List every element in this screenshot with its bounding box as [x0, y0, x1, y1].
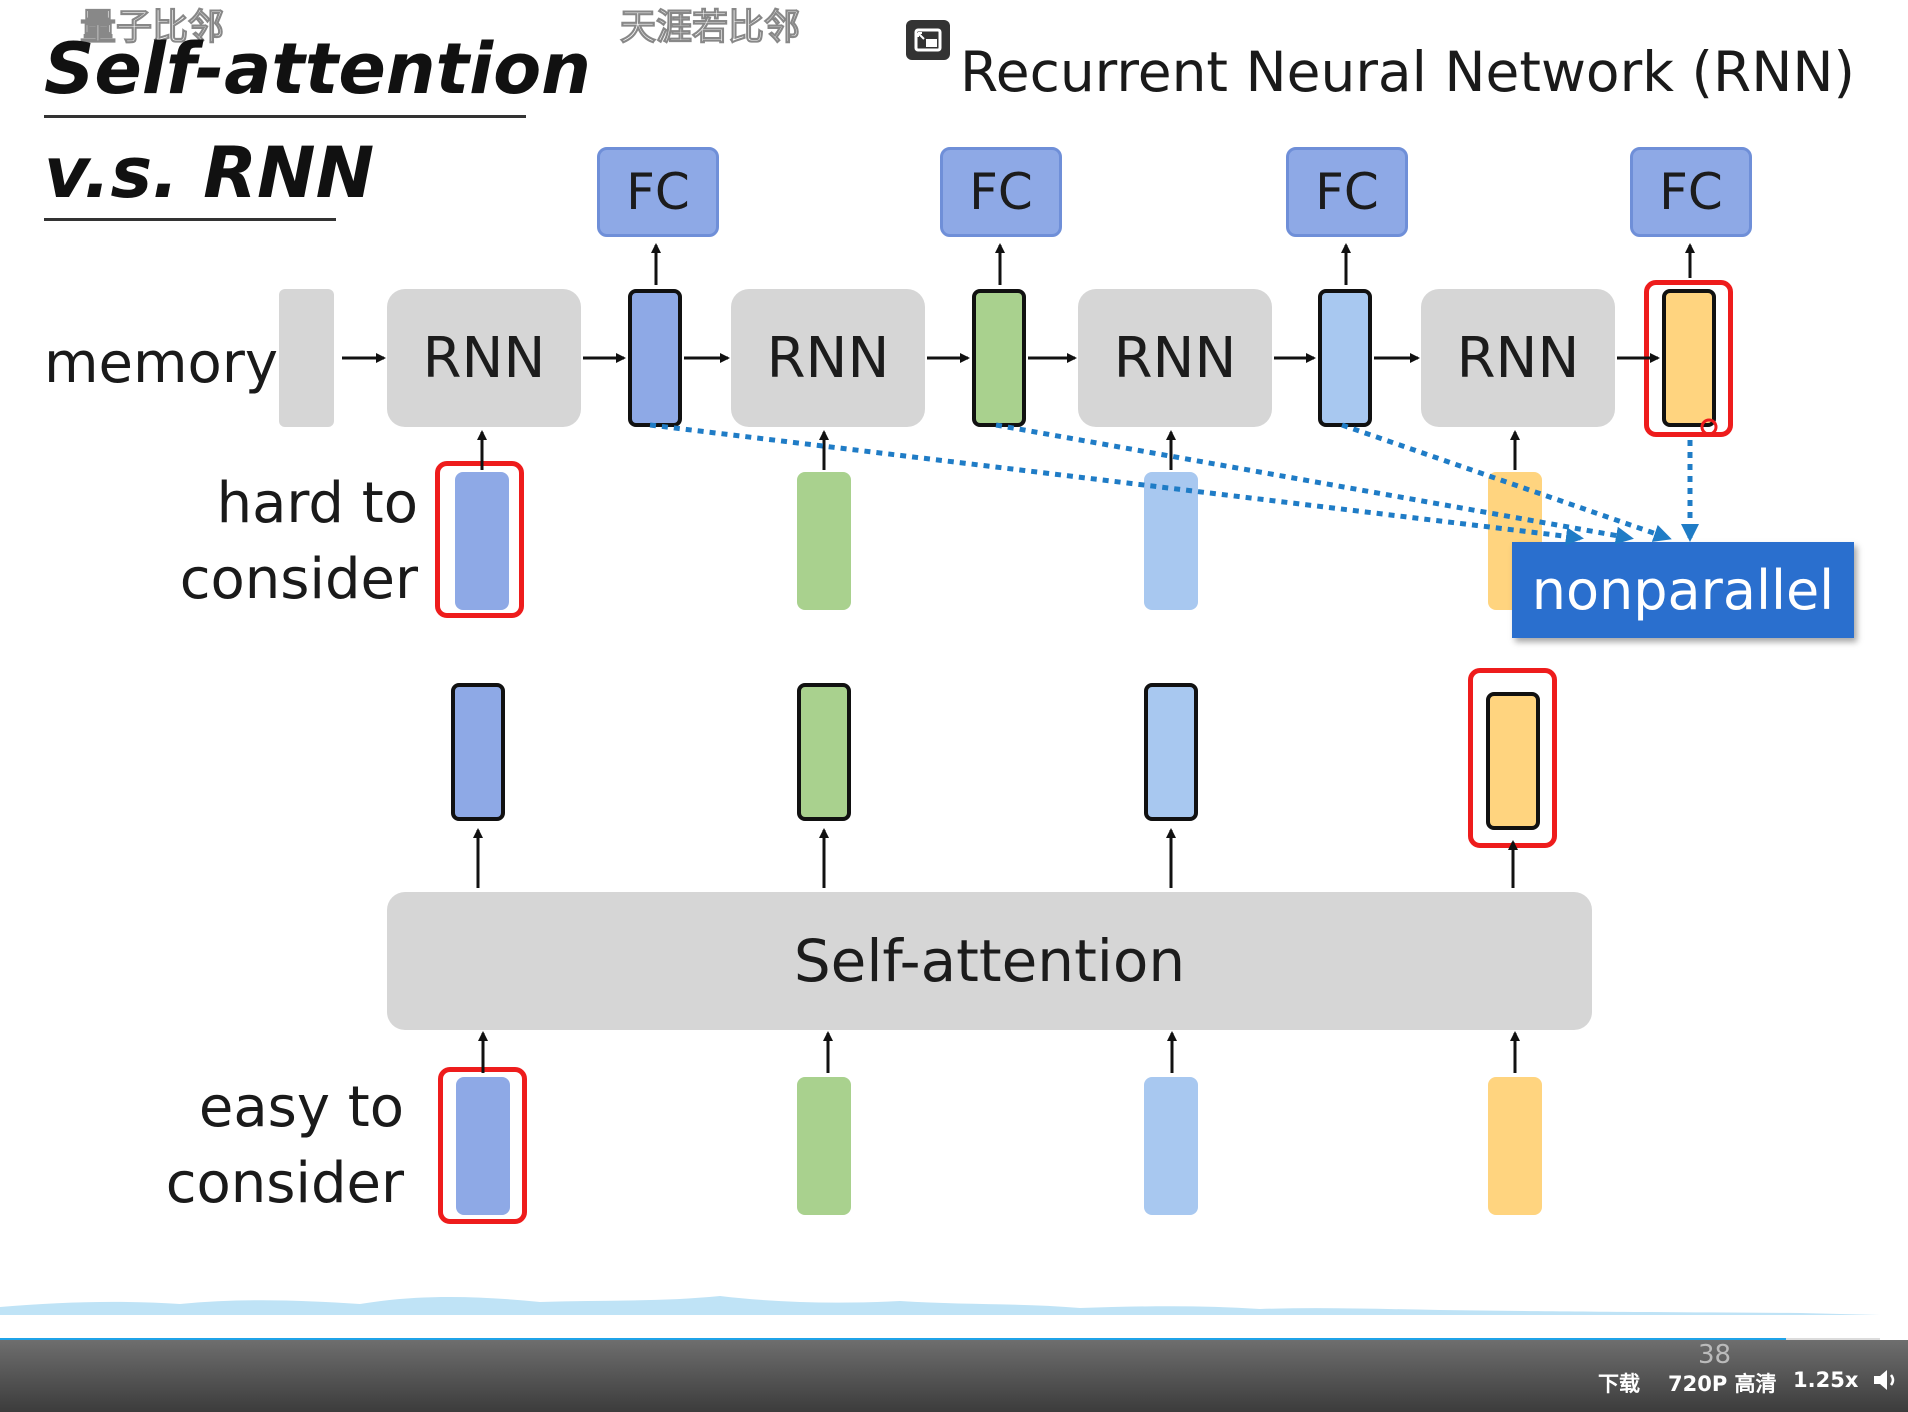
slide: 量子比邻 天涯若比邻 Self-attention v.s. RNN Recur…	[0, 6, 1880, 1370]
easy-to-label: easy to	[198, 1075, 404, 1140]
rnn-input-vector-2	[797, 472, 851, 610]
sa-output-vector-4	[1486, 692, 1540, 830]
speed-button[interactable]: 1.25x	[1793, 1368, 1859, 1392]
rnn-box-3: RNN	[1078, 289, 1272, 427]
sa-output-vector-2	[797, 683, 851, 821]
rnn-input-vector-3	[1144, 472, 1198, 610]
hard-to-label: hard to	[216, 471, 418, 536]
speaker-icon	[1874, 1370, 1895, 1390]
sa-input-vector-2	[797, 1077, 851, 1215]
self-attention-block: Self-attention	[387, 892, 1592, 1030]
picture-in-picture-button[interactable]	[906, 20, 950, 60]
player-control-bar: 下载 720P 高清 1.25x	[0, 1340, 1908, 1412]
sa-input-vector-3	[1144, 1077, 1198, 1215]
fc-box-2: FC	[940, 147, 1062, 237]
cursor-dot	[1700, 418, 1718, 436]
rnn-output-vector-4	[1662, 289, 1716, 427]
rnn-box-4: RNN	[1421, 289, 1615, 427]
sa-output-vector-1	[451, 683, 505, 821]
volume-button[interactable]	[1870, 1364, 1902, 1396]
rnn-subtitle: Recurrent Neural Network (RNN)	[960, 40, 1855, 104]
sa-input-vector-4	[1488, 1077, 1542, 1215]
page-number: 38	[1698, 1340, 1732, 1370]
easy-consider-label: consider	[165, 1151, 404, 1216]
watermark-2: 天涯若比邻	[619, 7, 801, 49]
memory-cell	[279, 289, 334, 427]
title-underline-1	[44, 115, 526, 118]
memory-label: memory	[44, 331, 278, 396]
rnn-output-vector-1	[628, 289, 682, 427]
diagram-arrows	[0, 243, 1880, 1315]
sa-output-vector-3	[1144, 683, 1198, 821]
watermark-1: 量子比邻	[79, 7, 225, 49]
rnn-output-vector-3	[1318, 289, 1372, 427]
title-line-1: Self-attention	[44, 28, 592, 110]
fc-box-4: FC	[1630, 147, 1752, 237]
sa-input-vector-1	[456, 1077, 510, 1215]
rnn-box-1: RNN	[387, 289, 581, 427]
rnn-box-2: RNN	[731, 289, 925, 427]
nonparallel-label: nonparallel	[1512, 542, 1854, 638]
highlight-rnn-input-1	[435, 461, 524, 618]
hard-consider-label: consider	[179, 547, 418, 612]
audio-waveform	[0, 1296, 1880, 1315]
picture-in-picture-icon	[914, 28, 942, 52]
title-line-2: v.s. RNN	[44, 132, 375, 214]
download-button[interactable]: 下载	[1598, 1372, 1640, 1396]
right-edge-strip	[1880, 0, 1908, 1340]
rnn-input-vector-1	[455, 472, 509, 610]
quality-button[interactable]: 720P 高清	[1668, 1372, 1777, 1396]
fc-box-1: FC	[597, 147, 719, 237]
fc-box-3: FC	[1286, 147, 1408, 237]
title-underline-2	[44, 218, 336, 221]
